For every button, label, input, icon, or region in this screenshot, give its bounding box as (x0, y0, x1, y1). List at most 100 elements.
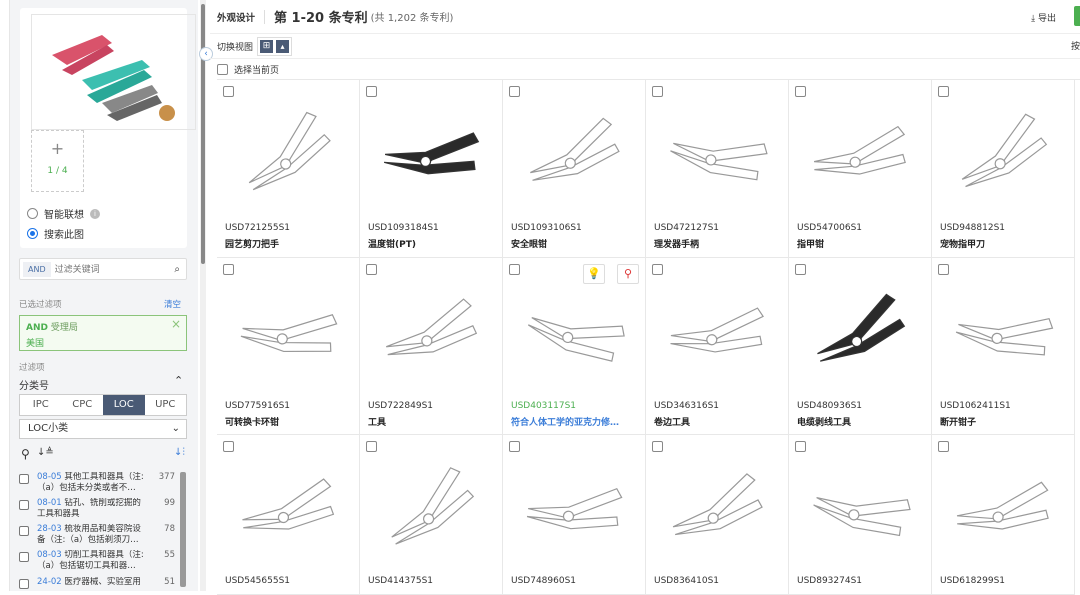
checkbox[interactable] (366, 441, 377, 452)
checkbox[interactable] (795, 86, 806, 97)
patent-card[interactable]: USD346316S1 卷边工具 (646, 258, 789, 435)
patent-card[interactable]: USD836410S1 (646, 435, 789, 595)
checkbox[interactable] (938, 441, 949, 452)
checkbox[interactable] (223, 264, 234, 275)
patent-number[interactable]: USD346316S1 (654, 401, 720, 411)
patent-title[interactable]: 温度钳(PT) (368, 240, 416, 250)
patent-title[interactable]: 宠物指甲刀 (940, 240, 986, 250)
checkbox[interactable] (652, 86, 663, 97)
patent-card[interactable]: USD618299S1 (932, 435, 1075, 595)
green-button[interactable] (1074, 6, 1080, 26)
checkbox[interactable] (19, 579, 29, 589)
checkbox[interactable] (652, 264, 663, 275)
checkbox[interactable] (938, 86, 949, 97)
checkbox[interactable] (19, 474, 29, 484)
patent-card[interactable]: USD748960S1 (503, 435, 646, 595)
patent-number[interactable]: USD1062411S1 (940, 401, 1011, 411)
patent-card[interactable]: USD414375S1 (360, 435, 503, 595)
tab-loc[interactable]: LOC (103, 395, 145, 415)
patent-number[interactable]: USD480936S1 (797, 401, 863, 411)
patent-title[interactable]: 可转换卡环钳 (225, 418, 280, 428)
export-button[interactable]: ⤓ 导出 (1031, 11, 1056, 24)
filter-keyword-input[interactable] (54, 264, 175, 274)
search-icon[interactable]: ⌕ (174, 263, 180, 275)
image-view-icon[interactable]: ▴ (276, 39, 290, 53)
query-image[interactable] (31, 14, 196, 130)
sort-az-icon[interactable]: ↓≜ (37, 447, 54, 458)
patent-number[interactable]: USD472127S1 (654, 223, 720, 233)
patent-title[interactable]: 园艺剪刀把手 (225, 240, 280, 250)
patent-number[interactable]: USD1093184S1 (368, 223, 439, 233)
sidebar-scrollbar[interactable] (200, 0, 206, 591)
sort-count-icon[interactable]: ↓⫶ (174, 447, 185, 458)
patent-number[interactable]: USD403117S1 (511, 401, 577, 411)
loc-subclass-select[interactable]: LOC小类⌄ (19, 419, 187, 439)
patent-title[interactable]: 符合人体工学的亚克力修… (511, 418, 620, 428)
patent-card[interactable]: USD721255S1 园艺剪刀把手 (217, 80, 360, 258)
patent-number[interactable]: USD748960S1 (511, 576, 577, 586)
checkbox[interactable] (223, 441, 234, 452)
checkbox[interactable] (19, 500, 29, 510)
close-icon[interactable]: × (170, 317, 181, 331)
patent-card[interactable]: USD545655S1 (217, 435, 360, 595)
patent-card[interactable]: USD775916S1 可转换卡环钳 (217, 258, 360, 435)
and-operator[interactable]: AND (23, 261, 51, 277)
search-icon[interactable]: ⚲ (21, 447, 30, 461)
radio-search-image[interactable]: 搜索此图 (27, 226, 84, 241)
grid-view-icon[interactable]: ⊞ (260, 39, 274, 53)
patent-card[interactable]: USD472127S1 理发器手柄 (646, 80, 789, 258)
patent-number[interactable]: USD545655S1 (225, 576, 291, 586)
checkbox[interactable] (19, 552, 29, 562)
patent-title[interactable]: 指甲钳 (797, 240, 825, 250)
patent-card[interactable]: USD547006S1 指甲钳 (789, 80, 932, 258)
checkbox[interactable] (795, 441, 806, 452)
tab-ipc[interactable]: IPC (32, 399, 49, 410)
tab-cpc[interactable]: CPC (72, 399, 93, 410)
patent-card[interactable]: USD1093184S1 温度钳(PT) (360, 80, 503, 258)
patent-card[interactable]: USD948812S1 宠物指甲刀 (932, 80, 1075, 258)
tab-upc[interactable]: UPC (155, 399, 176, 410)
patent-card[interactable]: USD893274S1 (789, 435, 932, 595)
patent-number[interactable]: USD721255S1 (225, 223, 291, 233)
checkbox[interactable] (938, 264, 949, 275)
patent-title[interactable]: 卷边工具 (654, 418, 691, 428)
patent-card[interactable]: 💡⚲ USD403117S1 符合人体工学的亚克力修… (503, 258, 646, 435)
patent-number[interactable]: USD414375S1 (368, 576, 434, 586)
patent-card[interactable]: USD722849S1 工具 (360, 258, 503, 435)
checkbox[interactable] (509, 264, 520, 275)
patent-number[interactable]: USD1093106S1 (511, 223, 582, 233)
checkbox[interactable] (509, 441, 520, 452)
patent-title[interactable]: 工具 (368, 418, 387, 428)
patent-number[interactable]: USD618299S1 (940, 576, 1006, 586)
add-image-button[interactable]: + 1 / 4 (31, 130, 84, 192)
collapse-sidebar-button[interactable]: ‹ (199, 47, 213, 61)
checkbox[interactable] (509, 86, 520, 97)
checkbox[interactable] (795, 264, 806, 275)
patent-title[interactable]: 安全眼钳 (511, 240, 548, 250)
patent-number[interactable]: USD836410S1 (654, 576, 720, 586)
sort-button[interactable]: 按 (1070, 42, 1080, 52)
checkbox[interactable] (366, 264, 377, 275)
select-page-checkbox[interactable]: 选择当前页 (210, 59, 1080, 79)
patent-card[interactable]: USD1093106S1 安全眼钳 (503, 80, 646, 258)
patent-card[interactable]: USD480936S1 电缆剥线工具 (789, 258, 932, 435)
checkbox[interactable] (223, 86, 234, 97)
chevron-up-icon[interactable]: ⌃ (174, 374, 184, 387)
patent-title[interactable]: 断开钳子 (940, 418, 977, 428)
checkbox[interactable] (366, 86, 377, 97)
patent-number[interactable]: USD893274S1 (797, 576, 863, 586)
list-scrollbar[interactable] (180, 472, 186, 587)
magnify-icon[interactable]: ⚲ (617, 264, 639, 284)
patent-number[interactable]: USD948812S1 (940, 223, 1006, 233)
checkbox[interactable] (19, 526, 29, 536)
patent-number[interactable]: USD775916S1 (225, 401, 291, 411)
patent-number[interactable]: USD547006S1 (797, 223, 863, 233)
keyword-filter[interactable]: AND ⌕ (19, 258, 187, 280)
clear-button[interactable]: 清空 (164, 300, 182, 310)
patent-title[interactable]: 理发器手柄 (654, 240, 700, 250)
patent-card[interactable]: USD1062411S1 断开钳子 (932, 258, 1075, 435)
patent-title[interactable]: 电缆剥线工具 (797, 418, 852, 428)
patent-number[interactable]: USD722849S1 (368, 401, 434, 411)
checkbox[interactable] (652, 441, 663, 452)
